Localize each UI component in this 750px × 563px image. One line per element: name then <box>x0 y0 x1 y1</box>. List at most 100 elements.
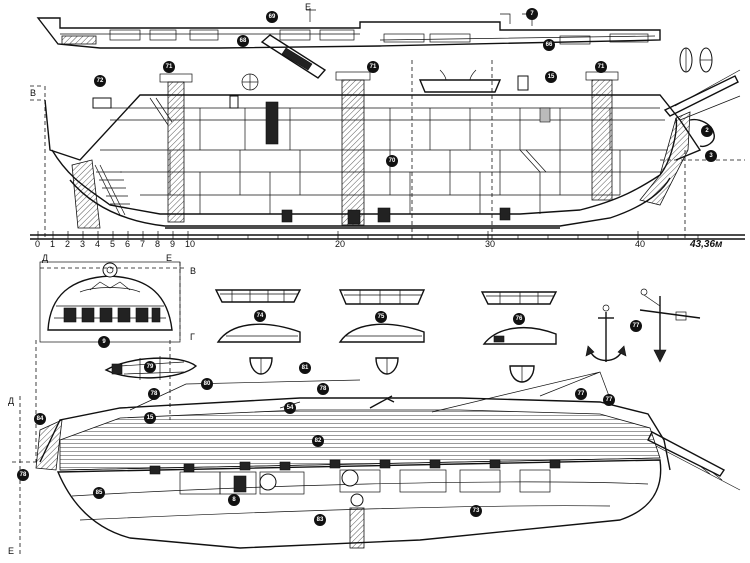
callout-c82: 82 <box>312 435 324 447</box>
callout-c78c-label: 78 <box>20 472 27 478</box>
callout-c73-label: 73 <box>473 508 480 514</box>
callout-c85-label: 85 <box>96 490 103 496</box>
callout-c79: 79 <box>144 361 156 373</box>
callout-c74-label: 74 <box>257 313 264 319</box>
callout-c78: 78 <box>148 388 160 400</box>
callout-c15-label: 15 <box>548 74 555 80</box>
callout-c81: 81 <box>299 362 311 374</box>
scale-total-length: 43,36м <box>689 239 723 250</box>
callout-c71c: 71 <box>595 61 607 73</box>
callout-c82-label: 82 <box>315 438 322 444</box>
callout-c9-label: 9 <box>102 339 106 345</box>
callout-c68: 68 <box>237 35 249 47</box>
section-letter-top-left: В <box>30 88 36 98</box>
scale-tick-label: 1 <box>50 239 55 249</box>
section-letter-stern-a: Д <box>42 253 48 263</box>
callout-c83: 83 <box>314 514 326 526</box>
callout-c85: 85 <box>93 487 105 499</box>
callout-c76: 76 <box>513 313 525 325</box>
callout-c75-label: 75 <box>378 314 385 320</box>
callout-c66: 66 <box>543 39 555 51</box>
section-letter-bottom-d: Д <box>8 396 14 406</box>
callout-c69: 69 <box>266 11 278 23</box>
scale-tick-label: 0 <box>35 239 40 249</box>
scale-tick-label: 8 <box>155 239 160 249</box>
scale-tick-label: 30 <box>485 239 495 249</box>
callout-c80-label: 80 <box>204 381 211 387</box>
scale-tick-label: 4 <box>95 239 100 249</box>
callout-c2-label: 2 <box>705 128 709 134</box>
callout-c83-label: 83 <box>317 517 324 523</box>
scale-tick-label: 20 <box>335 239 345 249</box>
callout-c84: 84 <box>34 413 46 425</box>
callout-c78c: 78 <box>17 469 29 481</box>
boat-75 <box>338 289 426 343</box>
callout-c77b-label: 77 <box>578 391 585 397</box>
longitudinal-section <box>30 60 745 240</box>
section-letter-stern-c: В <box>190 266 196 276</box>
scale-tick-label: 10 <box>185 239 195 249</box>
callout-c78b: 78 <box>317 383 329 395</box>
scale-tick-label: 9 <box>170 239 175 249</box>
scale-tick-label: 40 <box>635 239 645 249</box>
callout-c72: 72 <box>94 75 106 87</box>
callout-c73: 73 <box>470 505 482 517</box>
callout-c70-label: 70 <box>389 158 396 164</box>
callout-c84-label: 84 <box>37 416 44 422</box>
svg-text:Е: Е <box>305 2 311 12</box>
wheel-icon <box>241 73 259 91</box>
callout-c78b-label: 78 <box>320 386 327 392</box>
section-letter-stern-d: Г <box>190 332 195 342</box>
callout-c77: 77 <box>630 320 642 332</box>
callout-c7: 7 <box>526 8 538 20</box>
callout-c54-label: 54 <box>287 405 294 411</box>
callout-c68-label: 68 <box>240 38 247 44</box>
callout-c77c: 77 <box>603 394 615 406</box>
callout-c54: 54 <box>284 402 296 414</box>
callout-c77-label: 77 <box>633 323 640 329</box>
callout-c2: 2 <box>701 125 713 137</box>
upper-deck-strip: Е <box>36 2 713 79</box>
callout-c78-label: 78 <box>151 391 158 397</box>
anchor-side-icon <box>639 288 701 363</box>
callout-c7-label: 7 <box>530 11 534 17</box>
callout-c3-label: 3 <box>709 153 713 159</box>
section-letter-bottom-e: Е <box>8 546 14 556</box>
callout-c81-label: 81 <box>302 365 309 371</box>
section-letter-stern-b: Е <box>166 253 172 263</box>
callout-c8-label: 8 <box>232 497 236 503</box>
callout-c80: 80 <box>201 378 213 390</box>
callout-c15: 15 <box>545 71 557 83</box>
callout-c9: 9 <box>98 336 110 348</box>
boat-cross-sections <box>249 357 535 383</box>
callout-c76-label: 76 <box>516 316 523 322</box>
callout-c79-label: 79 <box>147 364 154 370</box>
anchor-icon <box>585 304 627 362</box>
callout-c3: 3 <box>705 150 717 162</box>
callout-c71b: 71 <box>367 61 379 73</box>
stern-view <box>39 261 186 343</box>
callout-c71a-label: 71 <box>166 64 173 70</box>
boat-76 <box>480 291 558 345</box>
callout-c75: 75 <box>375 311 387 323</box>
scale-tick-label: 2 <box>65 239 70 249</box>
boat-74 <box>214 289 302 343</box>
callout-c8: 8 <box>228 494 240 506</box>
callout-c74: 74 <box>254 310 266 322</box>
callout-c66-label: 66 <box>546 42 553 48</box>
callout-c71a: 71 <box>163 61 175 73</box>
callout-c71c-label: 71 <box>598 64 605 70</box>
callout-c69-label: 69 <box>269 14 276 20</box>
scale-tick-label: 3 <box>80 239 85 249</box>
callout-c15b: 15 <box>144 412 156 424</box>
callout-c70: 70 <box>386 155 398 167</box>
scale-tick-label: 5 <box>110 239 115 249</box>
callout-c77b: 77 <box>575 388 587 400</box>
scale-tick-label: 6 <box>125 239 130 249</box>
callout-c71b-label: 71 <box>370 64 377 70</box>
deck-plan-view <box>12 340 741 556</box>
scale-tick-label: 7 <box>140 239 145 249</box>
